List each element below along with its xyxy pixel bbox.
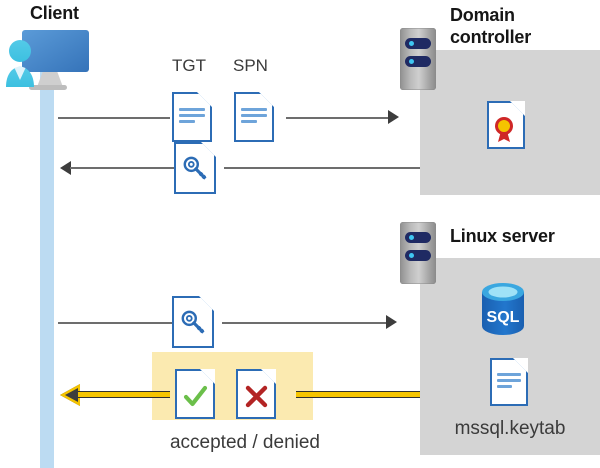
flow-tgt-spn-line-left (58, 117, 170, 119)
client-workstation-icon (5, 24, 95, 96)
flow-ticket-back-arrowhead (60, 161, 71, 175)
flow-result-arrowhead (60, 384, 80, 406)
service-ticket-document-icon-2 (172, 296, 214, 348)
client-title: Client (30, 3, 79, 23)
flow-result-line-right (296, 391, 420, 398)
flow-ticket-back-line-left (70, 167, 174, 169)
sql-label: SQL (487, 309, 520, 326)
flow-result-line-left (78, 391, 170, 398)
tgt-label: TGT (172, 56, 206, 75)
flow-tgt-spn-line-right (286, 117, 390, 119)
accepted-document-icon (175, 369, 215, 419)
flow-ticket-to-linux-arrowhead (386, 315, 397, 329)
flow-ticket-to-linux-line-left (58, 322, 172, 324)
flow-tgt-spn-arrowhead (388, 110, 399, 124)
linux-server-title: Linux server (450, 226, 555, 246)
flow-ticket-to-linux-line-right (222, 322, 388, 324)
denied-document-icon (236, 369, 276, 419)
spn-label: SPN (233, 56, 268, 75)
spn-document-icon (234, 92, 274, 142)
accepted-denied-caption: accepted / denied (169, 432, 320, 453)
client-lifeline (40, 68, 54, 468)
certificate-document-icon (487, 101, 525, 149)
sql-database-icon: SQL (477, 281, 529, 342)
keytab-filename-label: mssql.keytab (454, 418, 566, 439)
service-ticket-document-icon (174, 142, 216, 194)
domain-controller-server-icon (400, 28, 436, 90)
linux-server-icon (400, 222, 436, 284)
flow-ticket-back-line-right (224, 167, 420, 169)
keytab-document-icon (490, 358, 528, 406)
tgt-document-icon (172, 92, 212, 142)
